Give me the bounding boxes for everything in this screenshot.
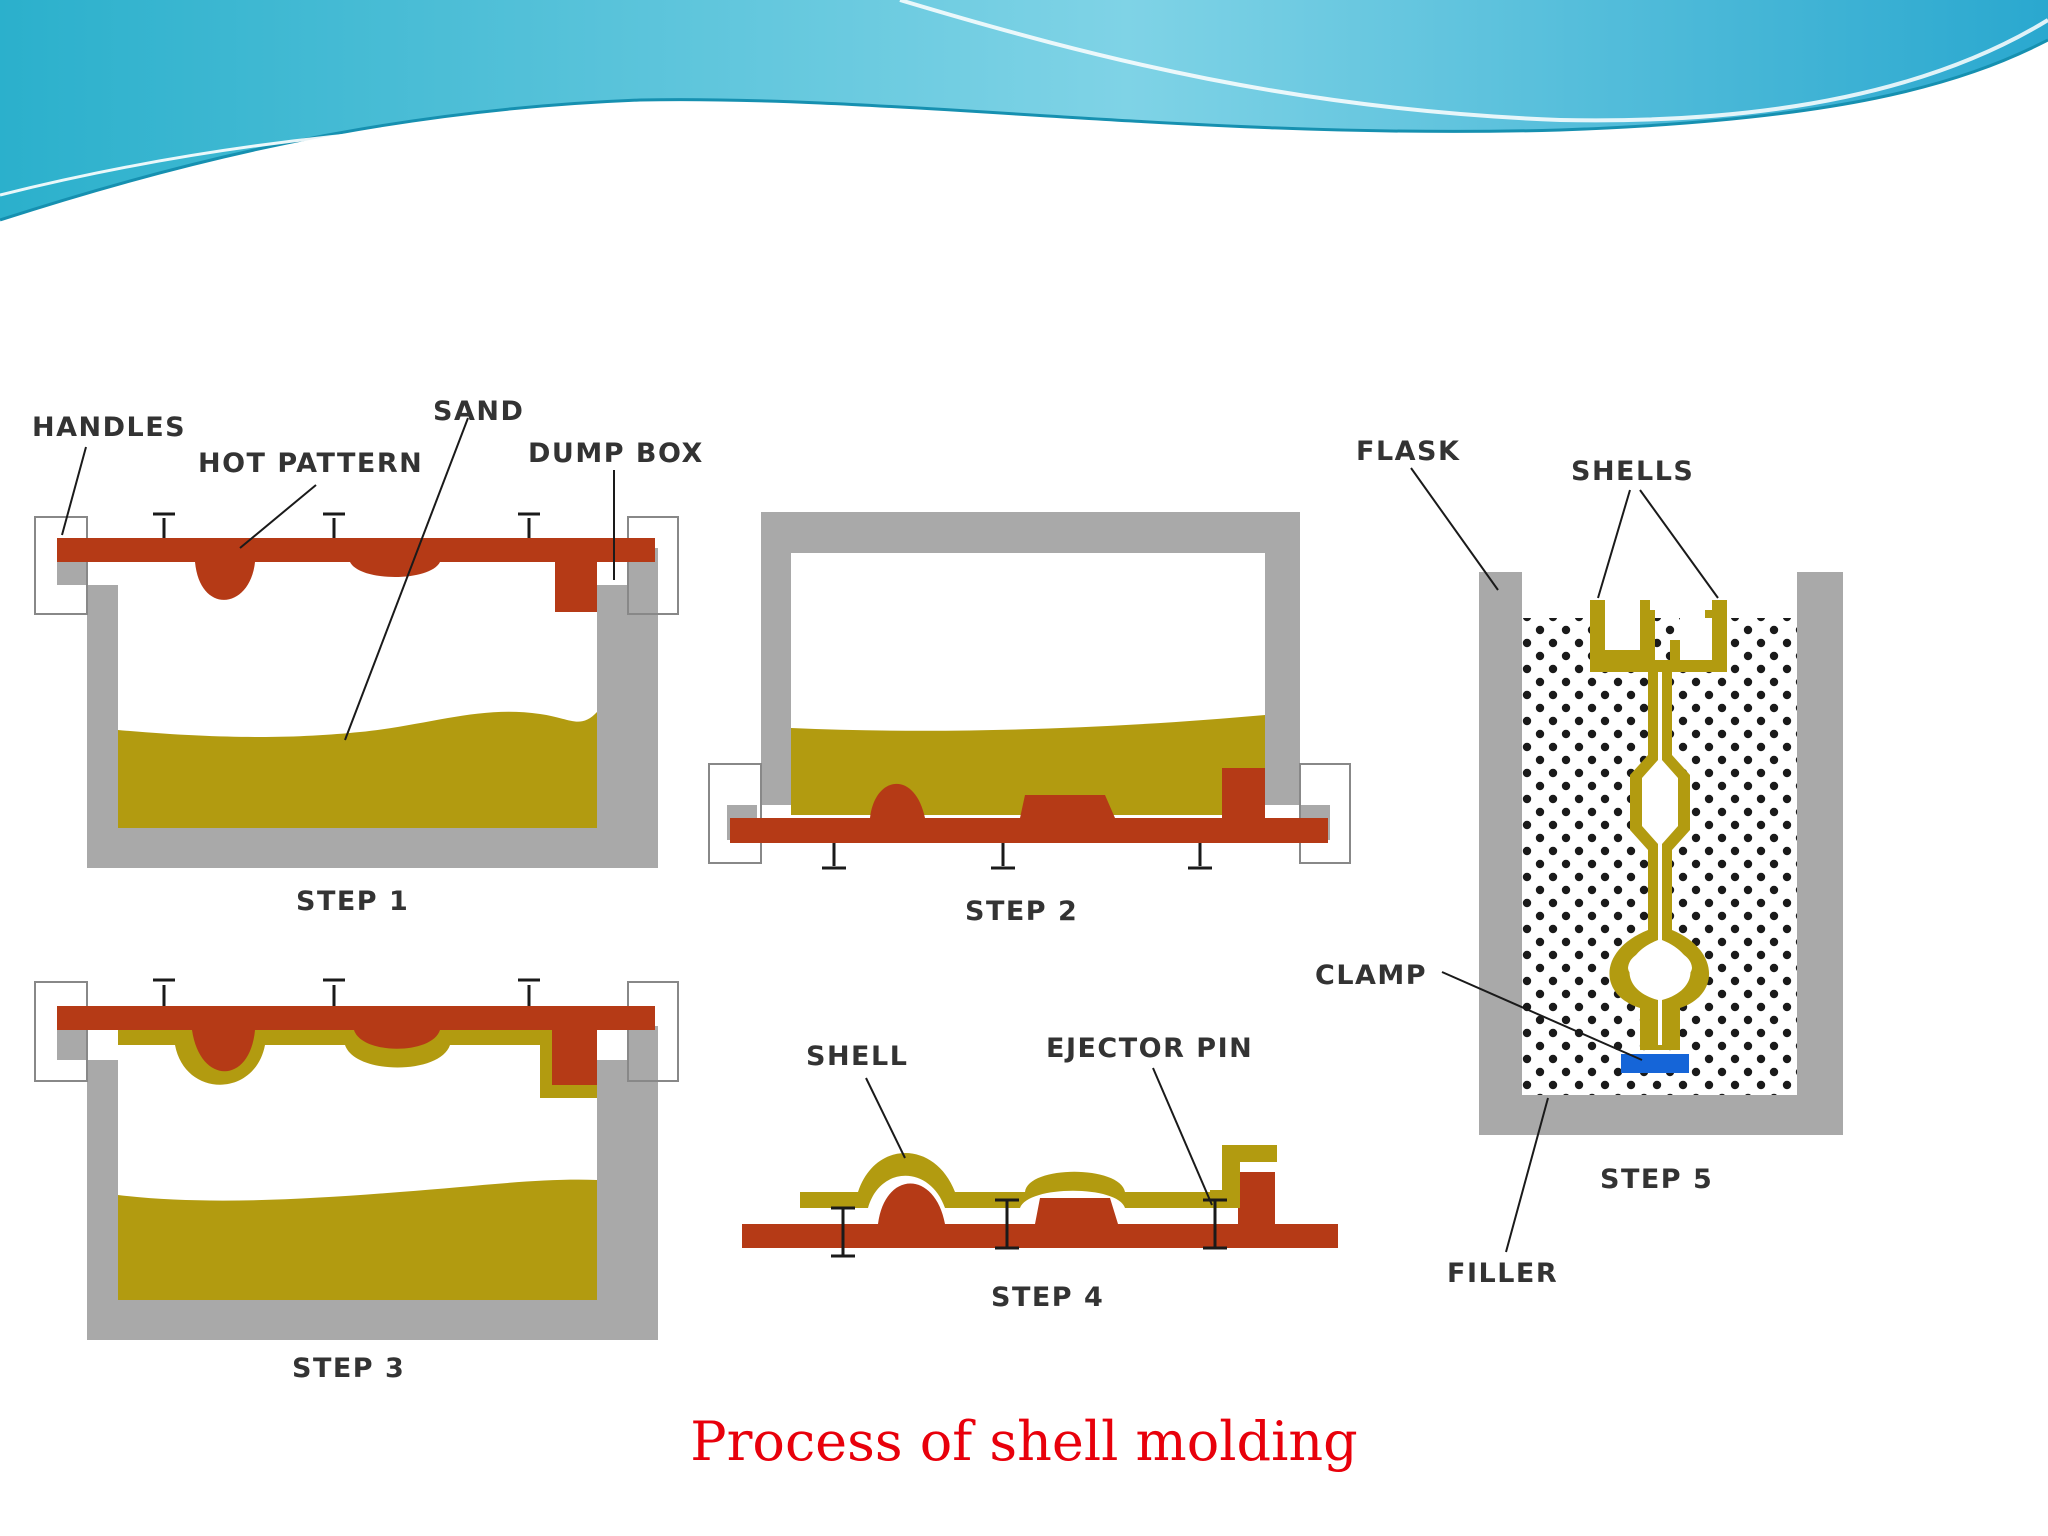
label-shells: SHELLS	[1571, 456, 1694, 487]
step1-ejector-pins	[153, 512, 540, 538]
label-step5: STEP 5	[1600, 1164, 1713, 1195]
header-wave	[0, 0, 2048, 222]
label-hot-pattern: HOT PATTERN	[198, 448, 423, 479]
label-ejector-pin: EJECTOR PIN	[1046, 1033, 1253, 1064]
step3-diagram: STEP 3	[34, 978, 679, 1384]
label-step1: STEP 1	[296, 886, 409, 917]
label-step2: STEP 2	[965, 896, 1078, 927]
step2-handle-right	[1299, 763, 1351, 864]
step2-ejector-pins	[822, 843, 1212, 870]
step3-handle-right	[627, 981, 679, 1082]
step5-shells	[1590, 600, 1727, 1050]
step4-diagram: SHELL EJECTOR PIN STEP 4	[742, 1033, 1338, 1313]
step2-pattern	[730, 768, 1328, 843]
step3-sand	[118, 1179, 597, 1300]
step1-leader-lines	[61, 417, 615, 741]
label-shell: SHELL	[806, 1041, 908, 1072]
label-step3: STEP 3	[292, 1353, 405, 1384]
step2-handle-left	[708, 763, 762, 864]
step5-flask	[1479, 572, 1843, 1135]
step4-ejector-pins	[831, 1198, 1227, 1258]
label-sand: SAND	[433, 396, 524, 427]
step4-pattern	[742, 1172, 1338, 1248]
label-filler: FILLER	[1447, 1258, 1558, 1289]
step4-leader-lines	[865, 1067, 1213, 1206]
step2-box	[727, 512, 1330, 840]
step3-hot-pattern	[57, 1006, 655, 1085]
label-dump-box: DUMP BOX	[528, 438, 704, 469]
step5-clamp	[1621, 1054, 1689, 1073]
label-clamp: CLAMP	[1315, 960, 1427, 991]
step5-leader-lines	[1410, 467, 1719, 1253]
step1-hot-pattern	[57, 538, 655, 612]
step1-handle-left	[34, 516, 88, 615]
label-flask: FLASK	[1356, 436, 1460, 467]
step1-handle-right	[627, 516, 679, 615]
step3-ejector-pins	[153, 978, 540, 1006]
step4-shell	[800, 1145, 1277, 1208]
slide-caption: Process of shell molding	[690, 1410, 1358, 1473]
label-handles: HANDLES	[32, 412, 186, 443]
step3-handle-left	[34, 981, 88, 1082]
step5-diagram: FLASK SHELLS CLAMP FILLER STEP 5	[1315, 436, 1843, 1289]
step1-diagram: HANDLES SAND HOT PATTERN DUMP BOX STEP 1	[32, 396, 704, 917]
step3-box	[57, 1026, 658, 1340]
step1-sand	[118, 711, 597, 828]
label-step4: STEP 4	[991, 1282, 1104, 1313]
step2-diagram: STEP 2	[708, 512, 1351, 927]
step1-box	[57, 548, 658, 868]
